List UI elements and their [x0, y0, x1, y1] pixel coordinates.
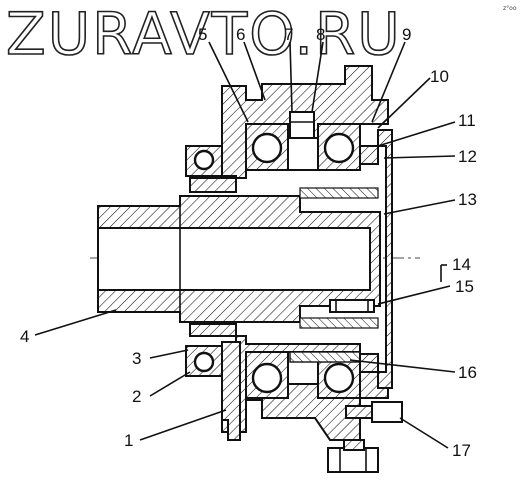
ball-lower-left: [251, 362, 283, 394]
inner-spacer-16: [289, 351, 361, 363]
seal-ring-upper: [359, 145, 379, 165]
ball-lower-right: [323, 362, 355, 394]
callout-1: 1: [124, 431, 133, 450]
callout-5: 5: [198, 25, 207, 44]
callout-17: 17: [452, 441, 471, 460]
bearing-spacer-upper: [287, 137, 319, 171]
callout-13: 13: [458, 190, 477, 209]
callout-9: 9: [402, 25, 411, 44]
callout-14: 14: [452, 255, 471, 274]
flange-leg: [221, 341, 241, 441]
leader-lines: [34, 41, 456, 449]
shaft-bore: [97, 227, 371, 291]
small-ball-top: [193, 149, 215, 171]
ball-upper-left: [251, 132, 283, 164]
corner-mark: z°oo: [503, 5, 517, 12]
callout-2: 2: [132, 387, 141, 406]
spline-lower: [299, 317, 379, 329]
callout-15: 15: [455, 277, 474, 296]
spline-upper: [299, 187, 379, 199]
callout-6: 6: [236, 25, 245, 44]
small-ball-bottom: [193, 351, 215, 373]
ball-upper-right: [323, 132, 355, 164]
callout-4: 4: [20, 327, 29, 346]
bolt-head-17: [371, 401, 403, 423]
callout-12: 12: [458, 147, 477, 166]
cover-bolt: [329, 299, 375, 313]
watermark-text: ZURAVTO.RU: [6, 0, 402, 68]
bolt-nut-lower-inner: [343, 439, 365, 451]
callout-3: 3: [132, 349, 141, 368]
callout-7: 7: [284, 25, 293, 44]
bolt-shank-17: [345, 405, 373, 419]
callout-16: 16: [458, 363, 477, 382]
callout-10: 10: [430, 67, 449, 86]
bolt-nut-lower: [327, 447, 379, 473]
top-plug: [289, 111, 315, 139]
callout-11: 11: [458, 111, 476, 130]
callout-8: 8: [316, 25, 325, 44]
